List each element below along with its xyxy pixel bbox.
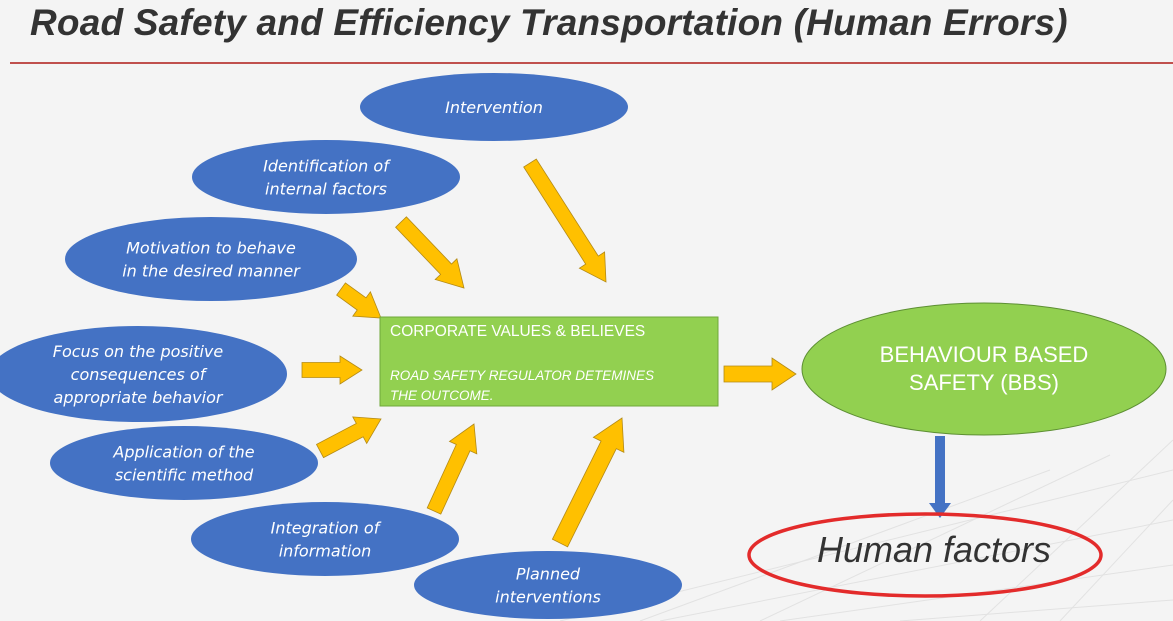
oval-intervention-line-1: Intervention [445,98,543,117]
arrow-focus [301,355,363,385]
arrow-intervention [523,158,607,283]
bbs-oval: BEHAVIOUR BASED SAFETY (BBS) [801,302,1167,436]
oval-intervention: Intervention [360,73,628,141]
oval-integration: Integration of information [191,502,459,576]
oval-application-line-1: Application of the [112,443,254,462]
corporate-values-body-line-2: THE OUTCOME. [390,388,494,403]
oval-planned-line-2: interventions [495,588,601,607]
background-grid [559,439,1173,621]
oval-integration-line-1: Integration of [271,519,382,538]
title-underline [10,62,1173,64]
arrow-integration [426,423,478,515]
oval-planned-line-1: Planned [516,565,581,584]
oval-motivation-line-2: in the desired manner [122,262,301,281]
oval-identification: Identification of internal factors [192,140,460,214]
oval-focus-line-1: Focus on the positive [53,342,224,361]
corporate-values-box: CORPORATE VALUES & BELIEVES ROAD SAFETY … [379,316,719,407]
oval-integration-text: Integration of information [271,519,382,561]
arrow-motivation [336,282,382,319]
oval-focus-text: Focus on the positive consequences of appr… [53,342,224,407]
human-factors-ring: Human factors [747,512,1103,598]
oval-motivation-text: Motivation to behave in the desired manne… [122,239,301,281]
bbs-line-2: SAFETY (BBS) [909,370,1059,395]
oval-focus-line-2: consequences of [71,365,208,384]
oval-identification-line-1: Identification of [263,157,391,176]
arrow-planned [551,417,625,548]
oval-intervention-text: Intervention [445,98,543,117]
oval-identification-line-2: internal factors [265,180,387,199]
oval-application: Application of the scientific method [50,426,318,500]
oval-planned: Planned interventions [414,551,682,619]
arrow-application [315,416,382,459]
arrows-group [301,158,797,548]
oval-planned-text: Planned interventions [495,565,601,607]
oval-integration-line-2: information [279,542,372,561]
human-factors-text: Human factors [817,529,1051,570]
down-arrow [929,436,951,518]
arrow-identification [395,216,465,289]
oval-identification-text: Identification of internal factors [263,157,391,199]
slide-title: Road Safety and Efficiency Transportatio… [30,2,1068,43]
corporate-values-body-line-1: ROAD SAFETY REGULATOR DETEMINES [390,368,654,383]
oval-focus-line-3: appropriate behavior [54,388,224,407]
oval-motivation-line-1: Motivation to behave [126,239,296,258]
corporate-values-heading: CORPORATE VALUES & BELIEVES [390,323,645,340]
bbs-line-1: BEHAVIOUR BASED [880,342,1089,367]
oval-application-text: Application of the scientific method [112,443,254,485]
oval-motivation: Motivation to behave in the desired manne… [65,217,357,301]
oval-application-line-2: scientific method [115,466,254,485]
oval-focus: Focus on the positive consequences of appr… [0,326,287,422]
arrow-to-bbs [723,357,797,391]
